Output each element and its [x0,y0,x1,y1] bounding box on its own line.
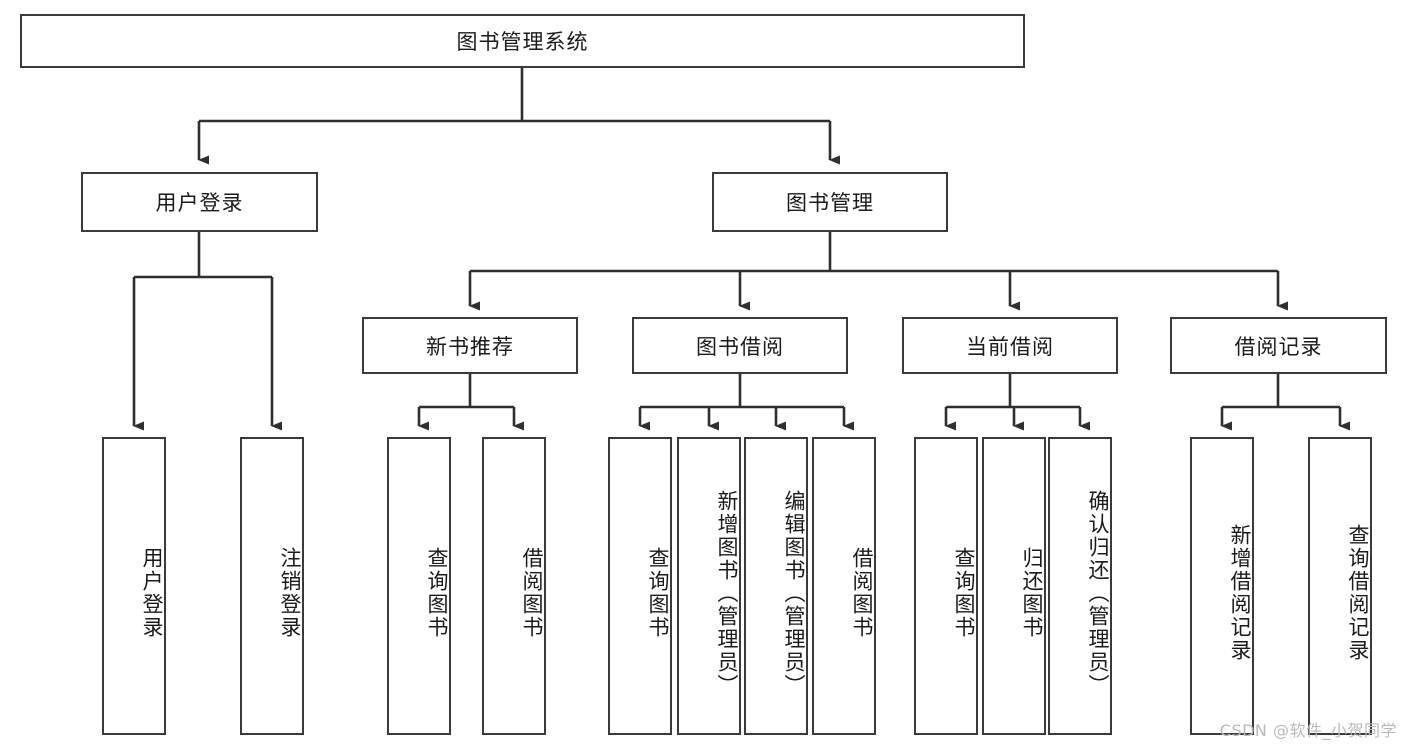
leaf-query-book-borrow-label: 查询图书 [646,547,670,639]
node-book-management[interactable]: 图书管理 [712,172,948,232]
leaf-user-login[interactable]: 用户登录 [102,437,166,735]
node-current-borrow-label: 当前借阅 [966,334,1054,359]
leaf-edit-book-admin[interactable]: 编辑图书（管理员） [744,437,808,735]
leaf-confirm-return-admin-label: 确认归还（管理员） [1086,489,1110,697]
node-root-label: 图书管理系统 [456,30,589,54]
leaf-query-book-recommend[interactable]: 查询图书 [387,437,451,735]
leaf-user-login-label: 用户登录 [140,547,164,639]
leaf-edit-book-admin-label: 编辑图书（管理员） [782,489,806,697]
leaf-confirm-return-admin[interactable]: 确认归还（管理员） [1048,437,1112,735]
leaf-add-borrow-record[interactable]: 新增借阅记录 [1190,437,1254,735]
node-current-borrow[interactable]: 当前借阅 [902,317,1118,374]
node-borrow-records[interactable]: 借阅记录 [1170,317,1387,374]
leaf-logout[interactable]: 注销登录 [240,437,304,735]
node-user-login[interactable]: 用户登录 [81,172,318,232]
leaf-query-book-current-label: 查询图书 [952,547,976,639]
node-new-book-recommend[interactable]: 新书推荐 [362,317,578,374]
leaf-borrow-book-label: 借阅图书 [850,547,874,639]
leaf-add-book-admin-label: 新增图书（管理员） [715,489,739,697]
leaf-query-book-borrow[interactable]: 查询图书 [608,437,672,735]
node-user-login-label: 用户登录 [155,191,244,215]
leaf-return-book[interactable]: 归还图书 [982,437,1046,735]
leaf-query-borrow-record[interactable]: 查询借阅记录 [1308,437,1372,735]
leaf-borrow-book-recommend-label: 借阅图书 [520,547,544,639]
leaf-query-book-current[interactable]: 查询图书 [914,437,978,735]
leaf-add-borrow-record-label: 新增借阅记录 [1228,524,1252,662]
leaf-logout-label: 注销登录 [278,547,302,639]
leaf-add-book-admin[interactable]: 新增图书（管理员） [677,437,741,735]
node-book-borrow-label: 图书借阅 [696,334,784,359]
leaf-query-book-recommend-label: 查询图书 [425,547,449,639]
leaf-borrow-book[interactable]: 借阅图书 [812,437,876,735]
leaf-return-book-label: 归还图书 [1020,547,1044,639]
node-root[interactable]: 图书管理系统 [20,14,1025,68]
leaf-query-borrow-record-label: 查询借阅记录 [1346,524,1370,662]
leaf-borrow-book-recommend[interactable]: 借阅图书 [482,437,546,735]
node-book-management-label: 图书管理 [786,191,874,215]
node-book-borrow[interactable]: 图书借阅 [632,317,848,374]
node-borrow-records-label: 借阅记录 [1234,334,1323,359]
node-new-book-recommend-label: 新书推荐 [426,334,514,359]
